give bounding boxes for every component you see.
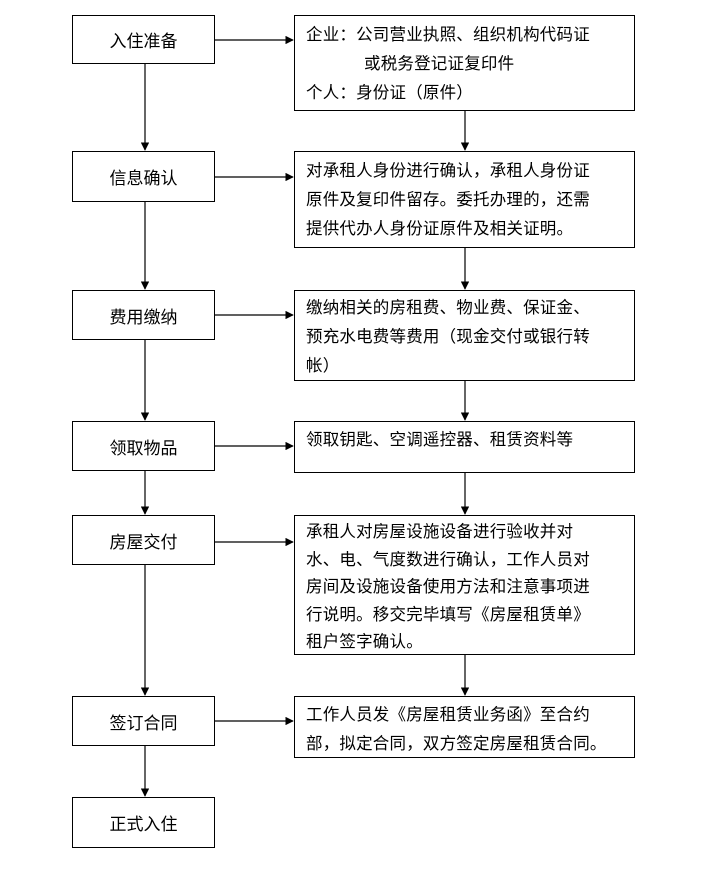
note-line: 部，拟定合同，双方签定房屋租赁合同。 bbox=[306, 734, 607, 753]
step-label: 入住准备 bbox=[109, 32, 178, 52]
note-line: 个人：身份证（原件） bbox=[306, 83, 473, 102]
note-line: 水、电、气度数进行确认，工作人员对 bbox=[306, 549, 590, 569]
step-label: 费用缴纳 bbox=[109, 307, 178, 328]
step-box-5: 房屋交付 bbox=[72, 515, 215, 565]
note-line: 工作人员发《房屋租赁业务函》至合约 bbox=[306, 705, 590, 724]
note-box-4: 领取钥匙、空调遥控器、租赁资料等 bbox=[294, 421, 635, 473]
note-box-1: 企业：公司营业执照、组织机构代码证 或税务登记证复印件 个人：身份证（原件） bbox=[294, 15, 635, 111]
note-line: 行说明。移交完毕填写《房屋租赁单》 bbox=[306, 604, 590, 624]
note-line: 或税务登记证复印件 bbox=[364, 54, 515, 73]
step-label: 房屋交付 bbox=[109, 532, 178, 553]
note-line: 房间及设施设备使用方法和注意事项进 bbox=[306, 577, 590, 596]
step-box-3: 费用缴纳 bbox=[72, 290, 215, 340]
note-box-6: 工作人员发《房屋租赁业务函》至合约 部，拟定合同，双方签定房屋租赁合同。 bbox=[294, 696, 635, 758]
step-label: 正式入住 bbox=[109, 815, 178, 835]
note-line: 租户签字确认。 bbox=[306, 632, 423, 651]
note-line: 帐） bbox=[306, 356, 340, 375]
step-box-4: 领取物品 bbox=[72, 421, 215, 471]
note-line: 领取钥匙、空调遥控器、租赁资料等 bbox=[306, 430, 574, 449]
note-line: 提供代办人身份证原件及相关证明。 bbox=[306, 219, 574, 238]
step-box-2: 信息确认 bbox=[72, 151, 215, 202]
note-box-3: 缴纳相关的房租费、物业费、保证金、 预充水电费等费用（现金交付或银行转 帐） bbox=[294, 290, 635, 381]
step-label: 签订合同 bbox=[109, 713, 178, 734]
note-line: 缴纳相关的房租费、物业费、保证金、 bbox=[306, 298, 590, 317]
step-label: 信息确认 bbox=[109, 169, 178, 189]
step-label: 领取物品 bbox=[109, 438, 178, 459]
step-box-6: 签订合同 bbox=[72, 696, 215, 746]
note-box-2: 对承租人身份进行确认，承租人身份证 原件及复印件留存。委托办理的，还需 提供代办… bbox=[294, 151, 635, 248]
note-line: 企业：公司营业执照、组织机构代码证 bbox=[306, 25, 590, 44]
note-line: 承租人对房屋设施设备进行验收并对 bbox=[306, 522, 574, 541]
note-line: 对承租人身份进行确认，承租人身份证 bbox=[306, 161, 590, 180]
step-box-7: 正式入住 bbox=[72, 797, 215, 848]
note-box-5: 承租人对房屋设施设备进行验收并对 水、电、气度数进行确认，工作人员对 房间及设施… bbox=[294, 515, 635, 655]
step-box-1: 入住准备 bbox=[72, 15, 215, 64]
note-line: 预充水电费等费用（现金交付或银行转 bbox=[306, 327, 590, 346]
note-line: 原件及复印件留存。委托办理的，还需 bbox=[306, 190, 590, 209]
